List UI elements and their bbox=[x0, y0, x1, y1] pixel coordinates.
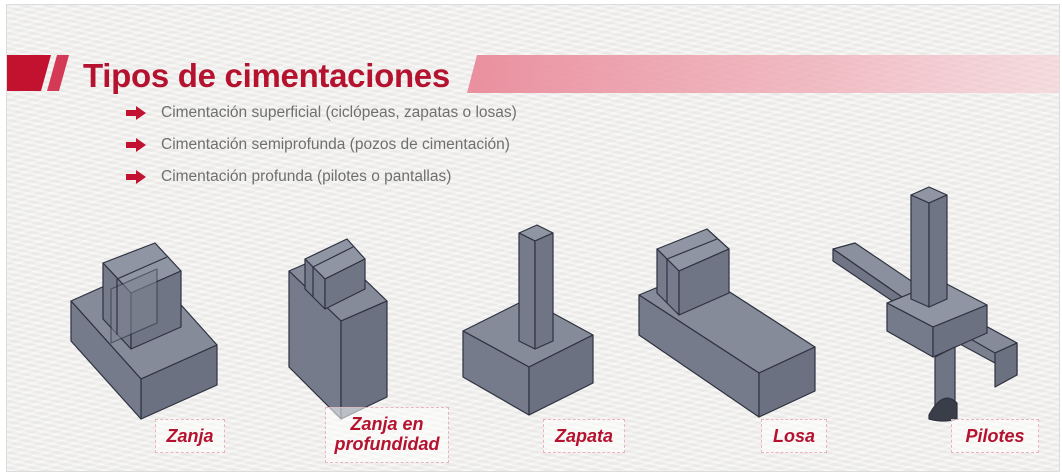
label-zapata: Zapata bbox=[543, 419, 625, 453]
bullet-text: Cimentación semiprofunda (pozos de cimen… bbox=[161, 136, 510, 153]
bullet-list: Cimentación superficial (ciclópeas, zapa… bbox=[125, 103, 517, 199]
slide-canvas: Tipos de cimentaciones Cimentación super… bbox=[6, 4, 1060, 472]
label-zanja: Zanja bbox=[155, 419, 225, 453]
zapata-drawing bbox=[462, 224, 594, 416]
title-accent-stripe bbox=[47, 55, 69, 91]
label-line: Pilotes bbox=[965, 426, 1025, 446]
title-accent-block bbox=[7, 55, 51, 91]
zanja-profundidad-drawing bbox=[288, 238, 388, 420]
foundation-illustrations bbox=[70, 186, 1018, 422]
zanja-drawing bbox=[70, 242, 218, 420]
label-line: Zanja en bbox=[350, 414, 424, 434]
label-pilotes: Pilotes bbox=[951, 419, 1039, 453]
label-line: Zanja bbox=[166, 426, 214, 446]
bullet-item: Cimentación profunda (pilotes o pantalla… bbox=[125, 167, 517, 199]
arrow-right-icon bbox=[126, 138, 146, 152]
label-line: Zapata bbox=[554, 426, 614, 446]
title-bar: Tipos de cimentaciones bbox=[7, 5, 1059, 115]
title-banner-graphic bbox=[7, 55, 1059, 93]
bullet-text: Cimentación profunda (pilotes o pantalla… bbox=[161, 168, 452, 185]
bullet-item: Cimentación semiprofunda (pozos de cimen… bbox=[125, 135, 517, 167]
bullet-item: Cimentación superficial (ciclópeas, zapa… bbox=[125, 103, 517, 135]
losa-drawing bbox=[638, 228, 816, 418]
bullet-text: Cimentación superficial (ciclópeas, zapa… bbox=[161, 104, 517, 121]
label-line: Losa bbox=[772, 426, 815, 446]
arrow-right-icon bbox=[126, 106, 146, 120]
label-losa: Losa bbox=[761, 419, 827, 453]
page-title: Tipos de cimentaciones bbox=[83, 57, 450, 94]
label-zanja-profundidad: Zanja en profundidad bbox=[325, 407, 449, 463]
title-fade-banner bbox=[467, 55, 1059, 93]
label-line: profundidad bbox=[334, 434, 440, 454]
arrow-right-icon bbox=[126, 170, 146, 184]
pilotes-drawing bbox=[832, 186, 1018, 422]
